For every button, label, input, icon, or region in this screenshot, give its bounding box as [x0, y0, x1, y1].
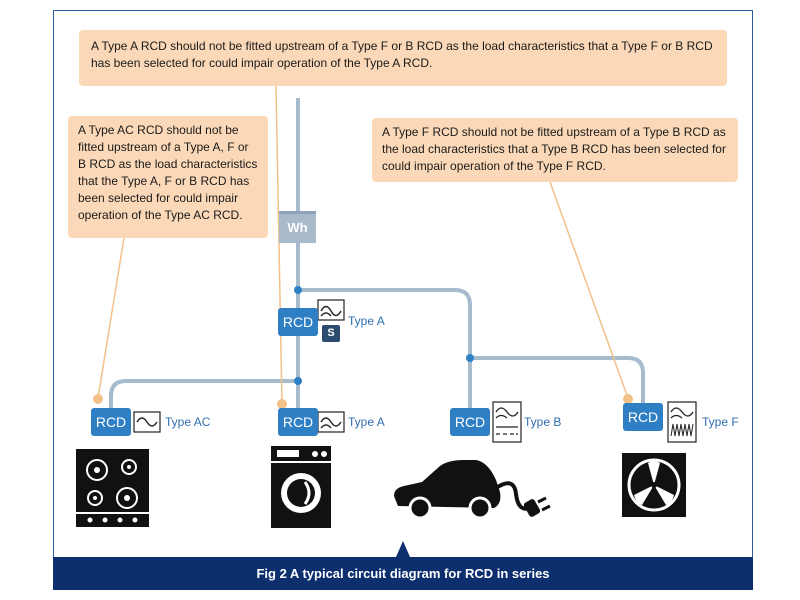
label-main: Type A [348, 314, 385, 328]
label-washer: Type A [348, 415, 385, 429]
note-type-f: A Type F RCD should not be fitted upstre… [372, 118, 738, 182]
rcd-ev: RCD [450, 408, 490, 436]
hob-icon [76, 449, 149, 527]
note-type-ac: A Type AC RCD should not be fitted upstr… [68, 116, 268, 238]
branch-right-wire [298, 288, 472, 410]
leader-dot [93, 394, 103, 404]
branch-fan-wire [470, 356, 645, 404]
label-hob: Type AC [165, 415, 211, 429]
rcd-hob: RCD [91, 408, 131, 436]
leader-dot [623, 394, 633, 404]
leader-line-type-f [549, 181, 629, 399]
electric-vehicle-icon [394, 460, 551, 520]
fan-icon [622, 453, 686, 517]
washing-machine-icon [271, 446, 331, 528]
rcd-washer: RCD [278, 408, 318, 436]
note-type-a: A Type A RCD should not be fitted upstre… [79, 30, 727, 86]
branch-hob-wire [109, 379, 298, 410]
energy-meter: Wh [279, 211, 316, 243]
leader-line-type-a [275, 85, 283, 405]
figure-caption: Fig 2 A typical circuit diagram for RCD … [53, 557, 753, 590]
junction-dot [294, 286, 302, 294]
selective-badge: S [322, 325, 340, 342]
waveform-icon-fan [667, 401, 697, 443]
junction-dot [466, 354, 474, 362]
leader-line-type-ac [97, 237, 125, 399]
caption-pointer [396, 541, 410, 557]
waveform-icon-hob [133, 411, 161, 433]
meter-label: Wh [287, 220, 308, 235]
waveform-icon-washer [317, 411, 345, 433]
leader-dot [277, 399, 287, 409]
rcd-fan: RCD [623, 403, 663, 431]
waveform-icon-ev [492, 401, 522, 443]
rcd-main: RCD [278, 308, 318, 336]
label-ev: Type B [524, 415, 562, 429]
junction-dot [294, 377, 302, 385]
waveform-icon-main [317, 299, 345, 321]
label-fan: Type F [702, 415, 739, 429]
